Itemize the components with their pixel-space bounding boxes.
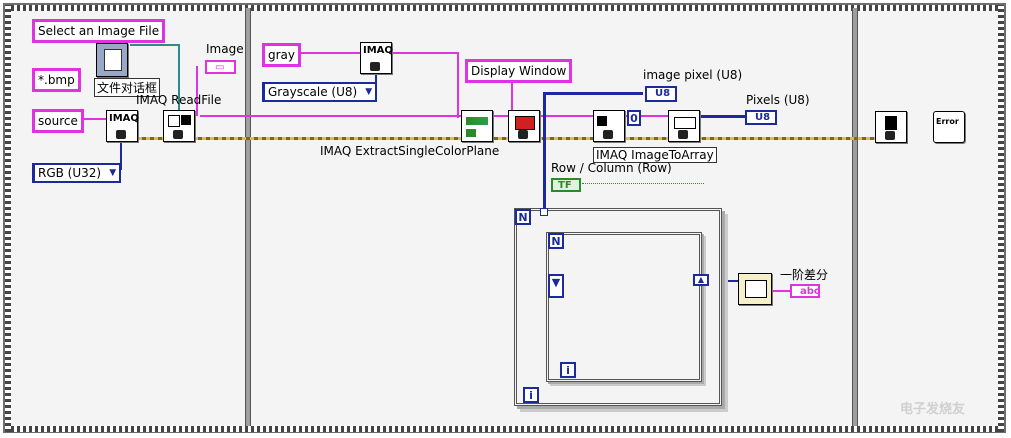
file-dialog-node[interactable] bbox=[96, 43, 128, 77]
bool-wire bbox=[582, 183, 704, 184]
window-icon bbox=[515, 116, 535, 130]
imaq-create-title-2: IMAQ bbox=[363, 45, 393, 56]
dispose-error-icon bbox=[885, 131, 895, 140]
sequence-divider-2 bbox=[852, 8, 858, 426]
enum-wire-grayscale bbox=[375, 72, 377, 90]
error-wire bbox=[110, 137, 880, 140]
imaq-create-icon-2 bbox=[370, 62, 380, 71]
image-wire-display bbox=[511, 78, 513, 114]
display-window-control[interactable]: Display Window bbox=[465, 59, 573, 83]
trash-icon bbox=[885, 116, 897, 130]
readfile-error-icon bbox=[173, 130, 183, 139]
grayscale-type-enum[interactable]: Grayscale (U8) bbox=[262, 82, 378, 102]
display-error-icon bbox=[518, 130, 528, 139]
sequence-filmstrip-left bbox=[5, 5, 11, 432]
image-wire-source bbox=[77, 118, 107, 120]
image-to-array-node[interactable] bbox=[593, 110, 625, 142]
array-subset-error-icon bbox=[678, 130, 688, 139]
pixels-label: Pixels (U8) bbox=[746, 93, 810, 107]
imaq-create-title: IMAQ bbox=[109, 113, 139, 124]
file-dialog-label: 文件对话框 bbox=[94, 78, 161, 97]
image-pixel-indicator[interactable]: U8 bbox=[645, 86, 677, 102]
sequence-filmstrip-right bbox=[998, 5, 1004, 432]
path-wire bbox=[130, 44, 180, 46]
imaq-create-node[interactable]: IMAQ bbox=[106, 110, 139, 142]
image-to-array-error-icon bbox=[603, 130, 613, 139]
path-wire-down bbox=[178, 44, 180, 114]
disk-icon bbox=[168, 115, 180, 127]
array-wire-loop-top bbox=[543, 92, 643, 95]
array-wire-inner bbox=[710, 280, 740, 282]
image-pixel-label: image pixel (U8) bbox=[643, 68, 743, 82]
document-icon bbox=[104, 49, 122, 71]
arrow-icon bbox=[466, 129, 476, 137]
dispose-node[interactable] bbox=[875, 111, 907, 143]
format-icon bbox=[745, 280, 767, 298]
gray-control[interactable]: gray bbox=[262, 43, 302, 67]
outer-loop-index: i bbox=[523, 387, 539, 403]
inner-loop-count: N bbox=[548, 233, 564, 249]
image-wire-gray-down bbox=[457, 52, 459, 118]
color-plane-icon bbox=[466, 117, 488, 125]
index-tunnel-out: ▲ bbox=[693, 274, 709, 286]
row-column-constant[interactable]: TF bbox=[551, 178, 581, 192]
zero-constant[interactable]: 0 bbox=[627, 110, 641, 126]
extract-plane-node[interactable] bbox=[461, 110, 493, 142]
display-node[interactable] bbox=[508, 110, 540, 142]
sequence-filmstrip-top bbox=[5, 5, 1004, 11]
source-control[interactable]: source bbox=[32, 109, 84, 133]
index-tunnel-in: ▼ bbox=[548, 274, 564, 298]
first-diff-indicator[interactable]: abc bbox=[790, 284, 820, 298]
imaq-create-icon bbox=[116, 130, 126, 139]
format-string-node[interactable] bbox=[738, 273, 772, 305]
array-wire-loop bbox=[543, 92, 546, 212]
array-wire-pixels bbox=[700, 115, 745, 118]
array-subset-node[interactable] bbox=[668, 110, 700, 142]
sequence-divider-1 bbox=[245, 8, 251, 426]
imaq-readfile-node[interactable] bbox=[163, 110, 195, 142]
image-wire-image-out bbox=[196, 66, 198, 116]
file-pattern-control[interactable]: *.bmp bbox=[32, 68, 81, 92]
array-subset-icon bbox=[674, 117, 696, 129]
image-label: Image bbox=[206, 42, 244, 56]
pixels-indicator[interactable]: U8 bbox=[745, 110, 777, 125]
inner-for-loop bbox=[546, 232, 702, 382]
image-to-array-icon bbox=[597, 116, 607, 126]
enum-wire-rgb bbox=[120, 142, 122, 170]
image-icon bbox=[181, 115, 191, 125]
image-wire-main bbox=[200, 115, 670, 117]
first-diff-label: 一阶差分 bbox=[780, 268, 829, 282]
extract-plane-label: IMAQ ExtractSingleColorPlane bbox=[320, 144, 500, 158]
image-indicator-glyph: ▭ bbox=[215, 62, 225, 73]
imaq-create-node-2[interactable]: IMAQ bbox=[360, 42, 393, 74]
imaq-readfile-label: IMAQ ReadFile bbox=[136, 93, 222, 107]
row-column-label: Row / Column (Row) bbox=[551, 161, 672, 175]
error-handler-icon: Error bbox=[936, 117, 959, 126]
select-file-control[interactable]: Select an Image File bbox=[32, 19, 166, 43]
image-indicator[interactable]: ▭ bbox=[205, 60, 236, 74]
watermark: 电子发烧友 bbox=[900, 402, 966, 417]
rgb-type-enum[interactable]: RGB (U32) bbox=[32, 163, 122, 183]
image-to-array-label: IMAQ ImageToArray bbox=[593, 147, 717, 163]
inner-loop-index: i bbox=[560, 362, 576, 378]
outer-loop-count: N bbox=[515, 209, 531, 225]
string-wire-out bbox=[771, 290, 791, 292]
error-handler-node[interactable]: Error bbox=[933, 111, 965, 143]
outer-loop-tunnel bbox=[540, 208, 548, 216]
sequence-filmstrip-bottom bbox=[5, 426, 1004, 432]
